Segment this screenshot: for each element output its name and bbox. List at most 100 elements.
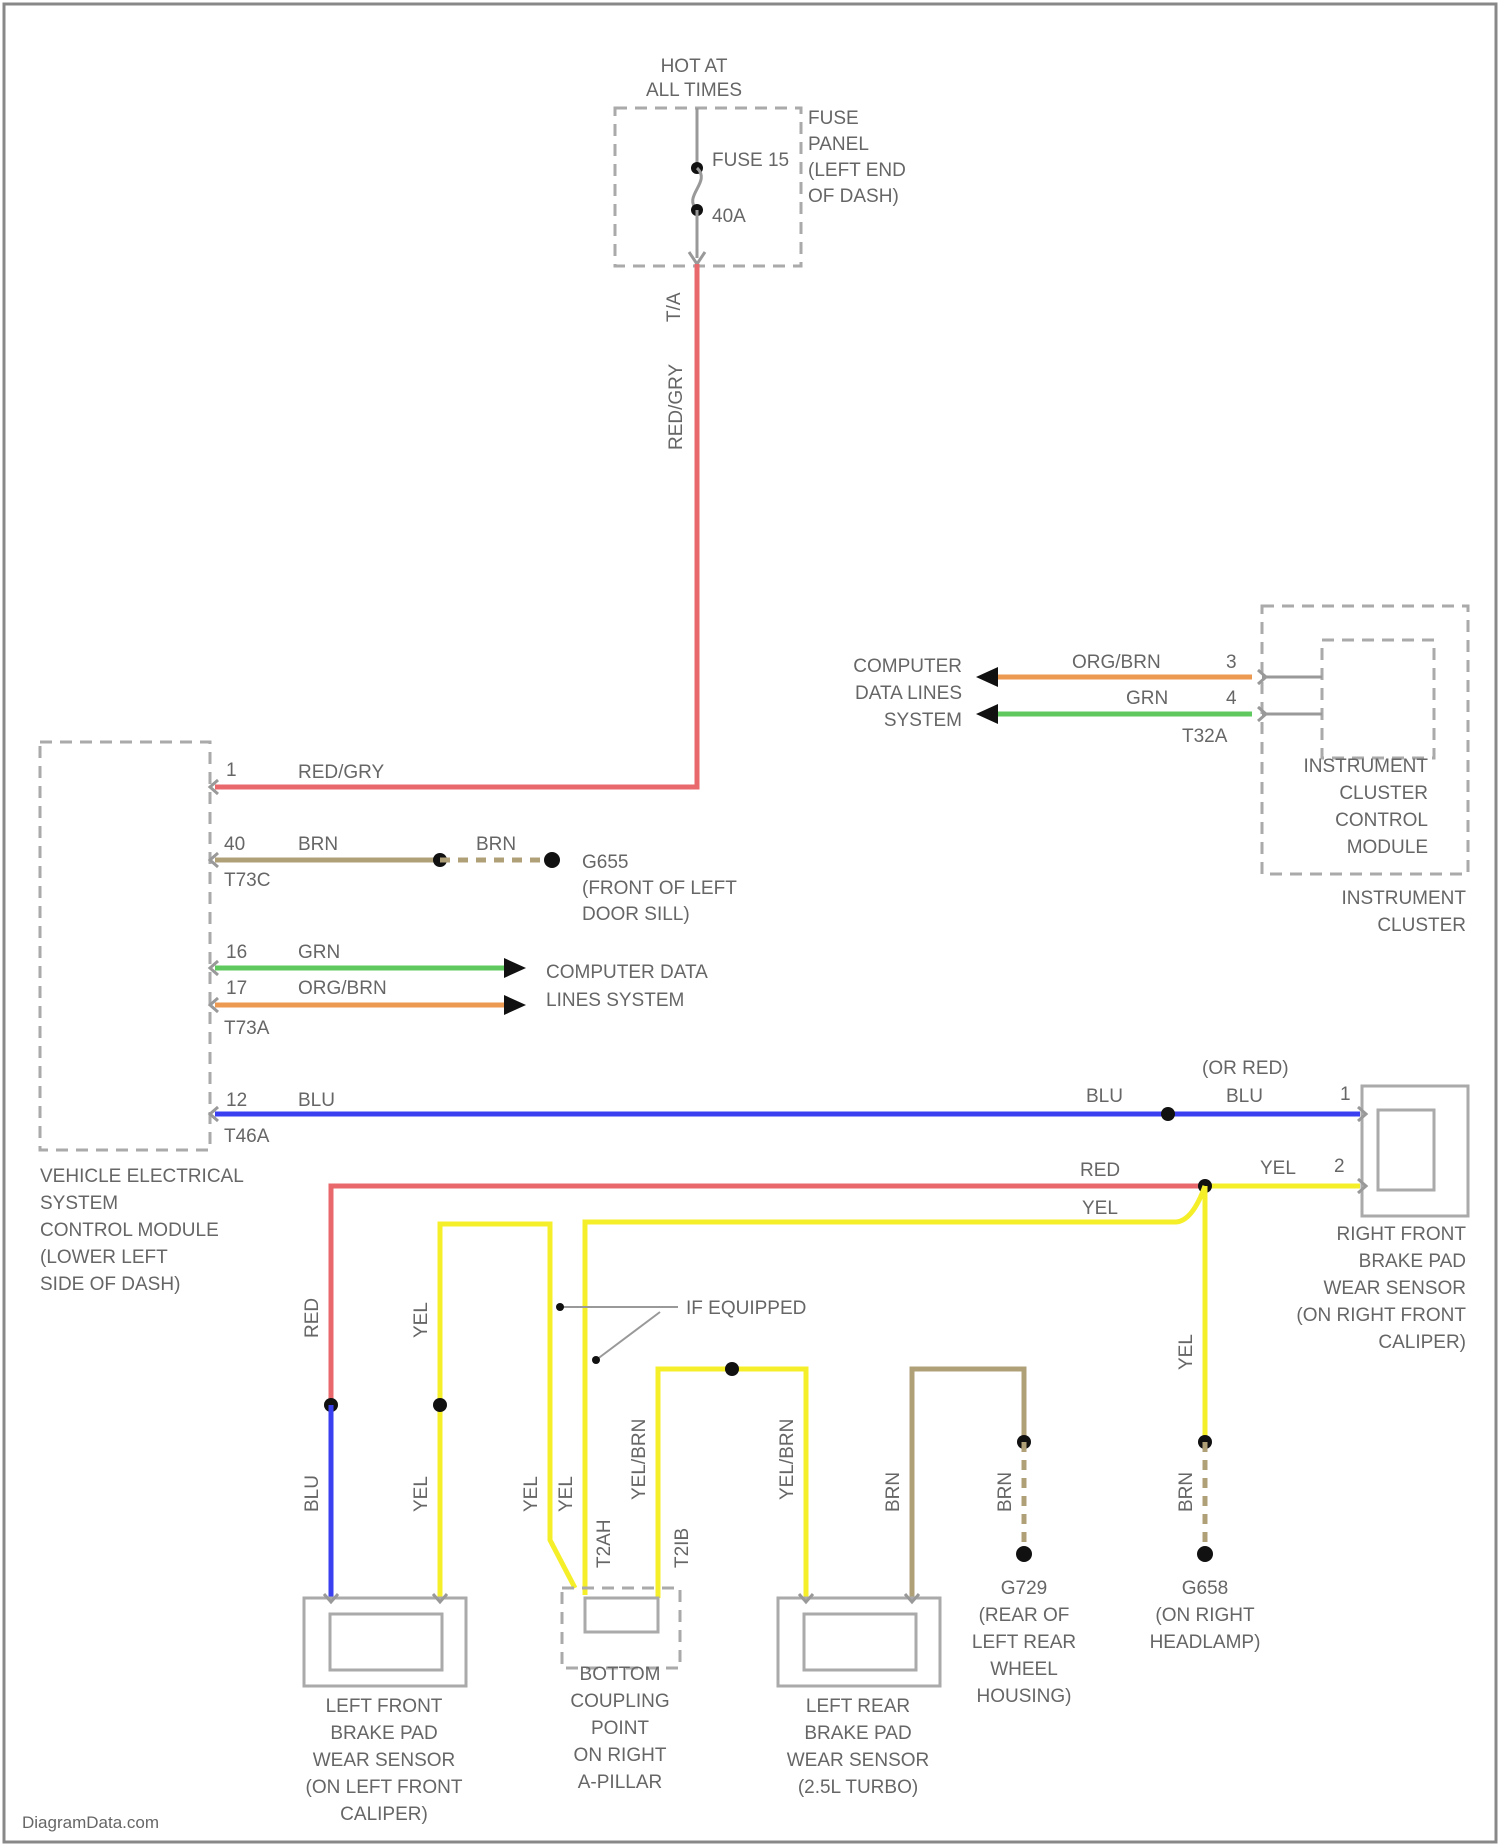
fuse-panel-label-4: OF DASH) [808,186,899,207]
fuse-pin-label: T/A [664,292,685,322]
if-equipped-pointer-1 [556,1303,564,1311]
coupling-point-inner [585,1598,658,1632]
coupling-label-5: A-PILLAR [578,1772,662,1793]
red-horizontal-label: RED [1080,1160,1120,1181]
yel-coupling-label-a: YEL [521,1476,542,1512]
g729-location-1: (REAR OF [979,1605,1070,1626]
wire-yel-lf-loop [440,1224,575,1598]
cluster-pin-4: 4 [1226,688,1237,709]
wire-red-lower [331,1186,1205,1405]
left-front-label-1: LEFT FRONT [326,1696,443,1717]
g729-location-3: WHEEL [990,1659,1058,1680]
yel-horizontal-label: YEL [1082,1198,1118,1219]
fuse-symbol [693,168,702,210]
blu-mid-label: BLU [1086,1086,1123,1107]
wire-org-brn-cluster-arrow [976,667,998,687]
fuse-panel-label-2: PANEL [808,134,869,155]
blu-splice-dot [1161,1107,1175,1121]
left-front-label-2: BRAKE PAD [330,1723,437,1744]
g658-ground-dot [1197,1546,1213,1562]
vecm-label-2: SYSTEM [40,1193,118,1214]
g729-ground-dot [1016,1546,1032,1562]
left-rear-label-2: BRAKE PAD [804,1723,911,1744]
cluster-inner-label-4: MODULE [1347,837,1428,858]
g729-location-2: LEFT REAR [972,1632,1076,1653]
yel-rf-label: YEL [1260,1158,1296,1179]
wire-red-gry-feed [215,264,697,787]
vecm-pin-40: 40 [224,834,245,855]
yel-right-vertical-label: YEL [1176,1334,1197,1370]
g655-wire-label: BRN [476,834,516,855]
cluster-outer-label-2: CLUSTER [1377,915,1466,936]
vecm-label-5: SIDE OF DASH) [40,1274,180,1295]
vecm-pin-12: 12 [226,1090,247,1111]
fuse-panel-box [615,108,801,266]
fuse-panel: HOT AT ALL TIMES FUSE 15 40A FUSE PANEL … [615,56,906,322]
vecm-wire-org-brn-label: ORG/BRN [298,978,387,999]
yel-brn-label-b: YEL/BRN [777,1419,798,1500]
vecm-pin-17: 17 [226,978,247,999]
vecm-pin-1: 1 [226,760,237,781]
vecm-box [40,742,210,1150]
vecm-wire-red-gry-label: RED/GRY [298,762,385,783]
g655-ground-dot [544,852,560,868]
instrument-cluster: COMPUTER DATA LINES SYSTEM ORG/BRN 3 GRN… [853,606,1468,936]
yel-lf-splice-dot [433,1398,447,1412]
instrument-cluster-control-module-box [1322,640,1434,758]
all-times-label: ALL TIMES [646,80,742,101]
coupling-label-2: COUPLING [570,1691,669,1712]
yel-vertical-label-2: YEL [411,1476,432,1512]
wire-red-gry-vertical-label: RED/GRY [666,363,687,450]
blu-vertical-label: BLU [302,1475,323,1512]
g658-location-2: HEADLAMP) [1150,1632,1261,1653]
cluster-cds-label-3: SYSTEM [884,710,962,731]
computer-data-lines-label-1: COMPUTER DATA [546,962,708,983]
right-front-label-5: CALIPER) [1378,1332,1466,1353]
vecm-wire-blu-label: BLU [298,1090,335,1111]
yel-brn-label-a: YEL/BRN [629,1419,650,1500]
g729-name: G729 [1001,1578,1047,1599]
cluster-inner-label-2: CLUSTER [1339,783,1428,804]
if-equipped-pointer-2 [592,1356,600,1364]
brn-label-b: BRN [995,1472,1016,1512]
vecm-label-3: CONTROL MODULE [40,1220,219,1241]
left-rear-label-4: (2.5L TURBO) [798,1777,918,1798]
coupling-label-3: POINT [591,1718,649,1739]
hot-at-label: HOT AT [661,56,728,77]
right-front-pin-2: 2 [1334,1156,1345,1177]
vecm-wire-grn-label: GRN [298,942,340,963]
vecm-connector-t73c: T73C [224,870,270,891]
red-vertical-label: RED [302,1298,323,1338]
cluster-inner-label-1: INSTRUMENT [1303,756,1428,777]
left-front-brake-pad-wear-sensor: LEFT FRONT BRAKE PAD WEAR SENSOR (ON LEF… [304,1594,466,1825]
right-front-label-4: (ON RIGHT FRONT [1296,1305,1466,1326]
coupling-label-4: ON RIGHT [574,1745,667,1766]
right-front-label-1: RIGHT FRONT [1337,1224,1467,1245]
connector-t2ib: T2IB [672,1528,693,1568]
brn-label-a: BRN [883,1472,904,1512]
page-border [4,4,1496,1842]
right-front-pin-1: 1 [1340,1084,1351,1105]
cluster-pin-3: 3 [1226,652,1237,673]
vecm-pin-16: 16 [226,942,247,963]
fuse-rating: 40A [712,206,746,227]
blu-right-label: BLU [1226,1086,1263,1107]
fuse-panel-label-3: (LEFT END [808,160,906,181]
left-rear-brake-pad-wear-sensor: LEFT REAR BRAKE PAD WEAR SENSOR (2.5L TU… [778,1594,940,1798]
g655-name: G655 [582,852,628,873]
vecm-connector-t46a: T46A [224,1126,270,1147]
left-rear-sensor-inner [804,1614,916,1670]
connector-t2ah: T2AH [594,1519,615,1568]
vehicle-electrical-system-control-module: VEHICLE ELECTRICAL SYSTEM CONTROL MODULE… [40,742,737,1295]
left-front-sensor-inner [330,1614,442,1670]
left-rear-label-1: LEFT REAR [806,1696,910,1717]
g658-location-1: (ON RIGHT [1155,1605,1255,1626]
right-front-brake-pad-wear-sensor: 1 2 RIGHT FRONT BRAKE PAD WEAR SENSOR (O… [1296,1084,1468,1353]
or-red-label: (OR RED) [1202,1058,1289,1079]
watermark: DiagramData.com [22,1813,159,1832]
right-front-sensor-inner [1378,1110,1434,1190]
cluster-wire-grn-label: GRN [1126,688,1168,709]
cluster-connector-t32a: T32A [1182,726,1228,747]
coupling-point-box [562,1588,680,1668]
